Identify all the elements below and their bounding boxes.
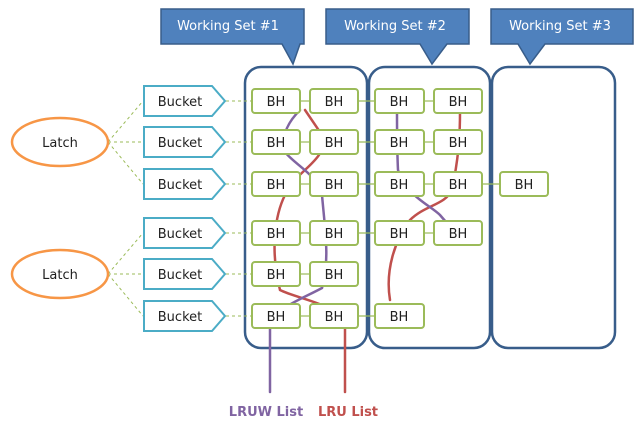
bucket-6: Bucket <box>143 300 227 332</box>
svg-text:BH: BH <box>390 95 409 110</box>
working-set-3-label: Working Set #3 <box>509 19 611 34</box>
bh-node: BH <box>433 129 483 155</box>
bh-node: BH <box>433 171 483 197</box>
bucket-1-label: Bucket <box>158 95 202 110</box>
bh-node: BH <box>499 171 549 197</box>
latch-1-label: Latch <box>42 136 78 151</box>
svg-text:BH: BH <box>325 310 344 325</box>
bh-node: BH <box>251 88 301 114</box>
bh-node: BH <box>374 220 425 246</box>
svg-text:BH: BH <box>449 227 468 242</box>
bucket-1: Bucket <box>143 85 227 117</box>
bh-node: BH <box>309 129 359 155</box>
bucket-5-label: Bucket <box>158 268 202 283</box>
bucket-6-label: Bucket <box>158 310 202 325</box>
svg-text:BH: BH <box>449 136 468 151</box>
working-set-3-panel <box>490 65 617 350</box>
svg-text:BH: BH <box>267 227 286 242</box>
bh-node: BH <box>433 88 483 114</box>
latch-2: Latch <box>10 248 110 300</box>
bh-node: BH <box>374 88 425 114</box>
svg-text:BH: BH <box>325 227 344 242</box>
svg-text:BH: BH <box>325 178 344 193</box>
latch-2-label: Latch <box>42 268 78 283</box>
bh-node: BH <box>251 303 301 329</box>
bh-node: BH <box>433 220 483 246</box>
bucket-5: Bucket <box>143 258 227 290</box>
working-set-1-label: Working Set #1 <box>177 19 279 34</box>
bucket-4-label: Bucket <box>158 227 202 242</box>
svg-text:BH: BH <box>325 95 344 110</box>
svg-text:BH: BH <box>325 268 344 283</box>
bucket-3: Bucket <box>143 168 227 200</box>
svg-text:BH: BH <box>267 310 286 325</box>
svg-text:BH: BH <box>267 136 286 151</box>
bh-node: BH <box>309 261 359 287</box>
bh-node: BH <box>309 303 359 329</box>
bucket-chain-links <box>226 100 251 317</box>
svg-text:BH: BH <box>267 268 286 283</box>
bh-node: BH <box>309 88 359 114</box>
svg-text:BH: BH <box>390 227 409 242</box>
bh-node: BH <box>251 171 301 197</box>
svg-text:BH: BH <box>390 178 409 193</box>
latch-1: Latch <box>10 116 110 168</box>
bh-node: BH <box>251 261 301 287</box>
working-set-2-callout: Working Set #2 <box>325 8 470 66</box>
bucket-2-label: Bucket <box>158 136 202 151</box>
bh-node: BH <box>374 171 425 197</box>
bh-node: BH <box>251 129 301 155</box>
lru-list-label: LRU List <box>318 405 378 420</box>
bh-node: BH <box>309 171 359 197</box>
bh-node: BH <box>374 129 425 155</box>
svg-text:BH: BH <box>449 178 468 193</box>
svg-text:BH: BH <box>390 136 409 151</box>
svg-text:BH: BH <box>515 178 534 193</box>
bucket-4: Bucket <box>143 217 227 249</box>
latch-links <box>107 100 144 317</box>
svg-text:BH: BH <box>325 136 344 151</box>
svg-text:BH: BH <box>267 95 286 110</box>
working-set-1-callout: Working Set #1 <box>160 8 305 66</box>
bucket-3-label: Bucket <box>158 178 202 193</box>
working-set-2-label: Working Set #2 <box>344 19 446 34</box>
bucket-2: Bucket <box>143 126 227 158</box>
working-set-3-callout: Working Set #3 <box>490 8 634 66</box>
bh-node: BH <box>309 220 359 246</box>
lruw-list-label: LRUW List <box>229 405 303 420</box>
bh-node: BH <box>374 303 425 329</box>
hash-chain-connectors <box>300 100 500 317</box>
svg-text:BH: BH <box>390 310 409 325</box>
bh-node: BH <box>251 220 301 246</box>
svg-text:BH: BH <box>267 178 286 193</box>
svg-text:BH: BH <box>449 95 468 110</box>
